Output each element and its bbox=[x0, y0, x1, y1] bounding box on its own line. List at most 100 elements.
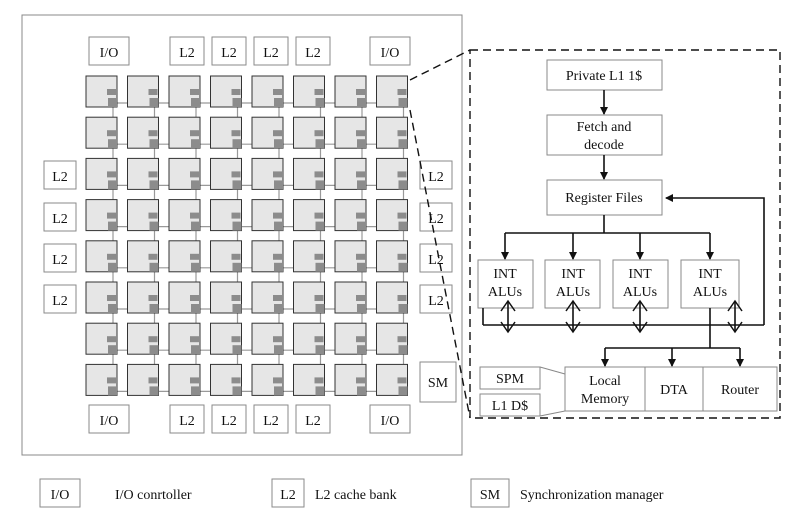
router-port bbox=[191, 180, 200, 190]
router-port bbox=[107, 212, 116, 219]
router-port bbox=[108, 221, 117, 231]
router-port bbox=[232, 180, 242, 190]
bottom-l2-label: L2 bbox=[305, 414, 321, 429]
router-port bbox=[314, 212, 324, 219]
router-port bbox=[107, 336, 116, 343]
router-port bbox=[149, 139, 159, 149]
router-port bbox=[274, 180, 283, 190]
router-port bbox=[231, 295, 241, 301]
bottom-peripheral-row: I/O L2 L2 L2 L2 I/O bbox=[88, 404, 411, 434]
router-port bbox=[191, 304, 200, 313]
legend-l2-key: L2 bbox=[280, 488, 296, 503]
router-port bbox=[231, 130, 241, 137]
router-port bbox=[273, 130, 282, 137]
top-l2-label: L2 bbox=[263, 46, 279, 61]
router-port bbox=[190, 377, 199, 384]
router-port bbox=[273, 377, 282, 384]
router-port bbox=[315, 345, 325, 355]
top-l2-label: L2 bbox=[305, 46, 321, 61]
legend-l2-desc: L2 cache bank bbox=[315, 488, 397, 503]
router-port bbox=[149, 345, 159, 355]
router-port bbox=[357, 221, 366, 231]
alu-label: ALUs bbox=[556, 285, 590, 300]
alu-box bbox=[612, 259, 669, 309]
bottom-l2-label: L2 bbox=[263, 414, 279, 429]
bottom-io-right-label: I/O bbox=[381, 414, 400, 429]
router-port bbox=[107, 171, 116, 178]
router-port bbox=[315, 386, 325, 396]
router-port bbox=[231, 89, 241, 95]
router-port bbox=[232, 345, 242, 355]
router-port bbox=[315, 221, 325, 231]
router-port bbox=[149, 98, 159, 107]
router-port bbox=[108, 386, 117, 396]
router-port bbox=[397, 130, 407, 137]
router-port bbox=[314, 171, 324, 178]
router-port bbox=[231, 212, 241, 219]
router-port bbox=[108, 139, 117, 149]
router-port bbox=[149, 304, 159, 313]
alu-label: ALUs bbox=[488, 285, 522, 300]
router-port bbox=[191, 262, 200, 272]
router-port bbox=[357, 262, 366, 272]
top-peripheral-row: I/O L2 L2 L2 L2 I/O bbox=[88, 36, 411, 66]
router-port bbox=[190, 336, 199, 343]
tile-mesh bbox=[85, 75, 408, 396]
top-l2-label: L2 bbox=[179, 46, 195, 61]
router-box bbox=[702, 366, 778, 412]
router-port bbox=[149, 262, 159, 272]
left-l2-label: L2 bbox=[52, 294, 68, 309]
left-l2-column: L2 L2 L2 L2 bbox=[43, 160, 77, 314]
alu-label: INT bbox=[698, 267, 722, 282]
router-port bbox=[108, 304, 117, 313]
router-port bbox=[274, 304, 283, 313]
router-port bbox=[148, 295, 158, 301]
router-port bbox=[397, 336, 407, 343]
router-port bbox=[274, 262, 283, 272]
router-port bbox=[398, 180, 408, 190]
router-port bbox=[190, 253, 199, 260]
router-port bbox=[398, 262, 408, 272]
router-port bbox=[190, 171, 199, 178]
router-port bbox=[274, 386, 283, 396]
router-port bbox=[315, 180, 325, 190]
router-port bbox=[357, 139, 366, 149]
router-port bbox=[357, 345, 366, 355]
spm-label: SPM bbox=[496, 372, 525, 387]
router-port bbox=[149, 386, 159, 396]
router-port bbox=[107, 130, 116, 137]
l1d-label: L1 D$ bbox=[492, 399, 528, 414]
router-port bbox=[148, 212, 158, 219]
legend-io-desc: I/O conrtoller bbox=[115, 488, 192, 503]
router-port bbox=[314, 336, 324, 343]
router-port bbox=[314, 89, 324, 95]
router-port bbox=[232, 139, 242, 149]
fetch-decode-line1: Fetch and bbox=[577, 120, 632, 135]
router-port bbox=[107, 253, 116, 260]
left-l2-label: L2 bbox=[52, 253, 68, 268]
router-port bbox=[397, 295, 407, 301]
router-port bbox=[314, 377, 324, 384]
core-detail-panel bbox=[469, 49, 781, 419]
alu-box bbox=[544, 259, 601, 309]
router-port bbox=[190, 89, 199, 95]
router-port bbox=[398, 386, 408, 396]
router-port bbox=[274, 221, 283, 231]
router-port bbox=[398, 98, 408, 107]
router-port bbox=[357, 98, 366, 107]
router-port bbox=[148, 336, 158, 343]
local-memory-line1: Local bbox=[589, 374, 621, 389]
router-port bbox=[107, 295, 116, 301]
router-port bbox=[232, 304, 242, 313]
router-port bbox=[314, 253, 324, 260]
router-port bbox=[357, 304, 366, 313]
alu-label: INT bbox=[628, 267, 652, 282]
router-port bbox=[191, 139, 200, 149]
dta-label: DTA bbox=[660, 383, 689, 398]
router-port bbox=[273, 253, 282, 260]
router-port bbox=[356, 171, 365, 178]
right-l2-label: L2 bbox=[428, 294, 444, 309]
bottom-l2-label: L2 bbox=[221, 414, 237, 429]
register-files-label: Register Files bbox=[565, 191, 642, 206]
